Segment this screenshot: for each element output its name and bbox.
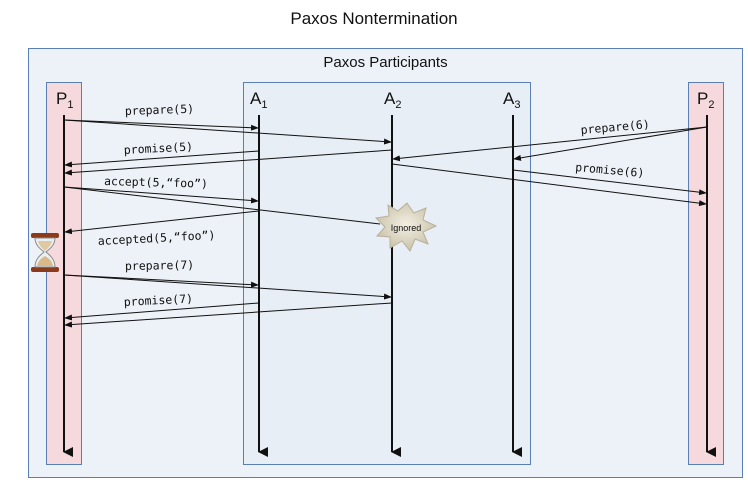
actor-a1-label: A1 [250, 89, 267, 111]
label-promise-5: promise(5) [123, 139, 193, 157]
label-prepare-6: prepare(6) [580, 117, 650, 137]
message-prepare-6 [392, 126, 708, 162]
label-prepare-5: prepare(5) [125, 102, 195, 118]
ignored-label: Ignored [391, 223, 422, 233]
message-promise-5 [64, 149, 393, 176]
actor-p2-label: P2 [697, 89, 714, 111]
message-prepare-5 [63, 119, 392, 145]
actor-p1-label: P1 [56, 89, 73, 111]
message-promise-7 [64, 302, 393, 328]
actor-a2-label: A2 [384, 89, 401, 111]
message-promise-6 [391, 163, 707, 207]
message-accept-5 [63, 186, 381, 225]
hourglass-icon [31, 233, 59, 272]
message-accepted-5 [64, 210, 260, 235]
ignored-cloud-icon: Ignored [374, 202, 438, 252]
acceptors-lane [243, 82, 531, 465]
label-accepted-5: accepted(5,“foo”) [97, 228, 215, 248]
participants-frame-label: Paxos Participants [323, 54, 448, 71]
label-prepare-7: prepare(7) [125, 258, 194, 273]
label-promise-6: promise(6) [575, 160, 645, 180]
label-promise-7: promise(7) [123, 291, 193, 309]
actor-a3-label: A3 [503, 89, 520, 111]
diagram-title: Paxos Nontermination [290, 9, 458, 28]
message-prepare-7 [63, 274, 392, 300]
label-accept-5: accept(5,“foo”) [104, 174, 208, 191]
